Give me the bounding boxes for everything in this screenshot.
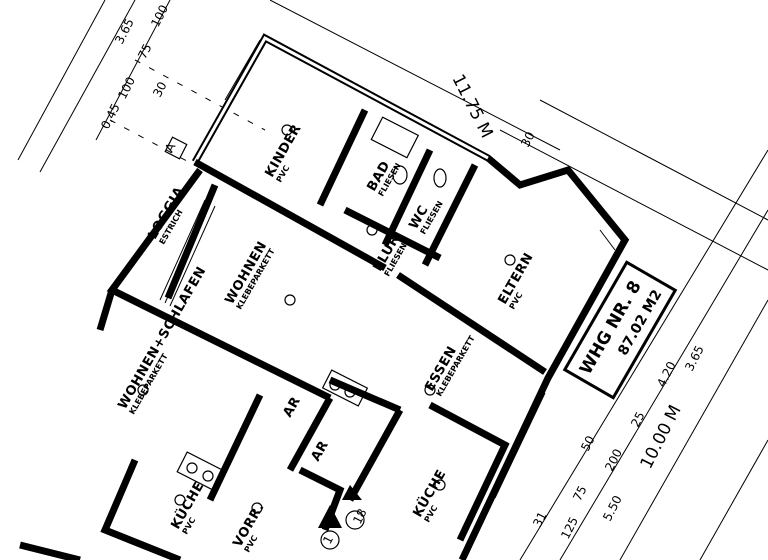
dim-label: 100	[115, 75, 138, 102]
top-overall-dimension: 11.75 M	[448, 71, 497, 141]
walls	[19, 33, 630, 560]
title-block: WHG NR. 8 87.02 M2	[562, 260, 678, 400]
room-abstellraum-2: AR	[308, 438, 332, 464]
right-overall-dimension: 10.00 M	[637, 402, 686, 472]
dim-label: 200	[602, 447, 625, 474]
dim-label: 100	[148, 3, 171, 30]
dim-label: 75	[135, 41, 154, 61]
ceiling-light-symbols	[137, 124, 516, 514]
marker-label: 31	[530, 509, 549, 529]
room-abstellraum-1: AR	[280, 394, 304, 420]
marker-label: 18	[350, 506, 369, 526]
dim-label: 125	[558, 515, 581, 542]
marker-label: 50	[578, 433, 597, 453]
windows	[159, 39, 616, 499]
markers: A 30 30 50 31 1 18	[150, 79, 597, 546]
dim-label: 5.50	[600, 493, 625, 523]
room-name: AR	[308, 438, 332, 464]
dim-label: 25	[628, 409, 647, 429]
dim-label: 4.20	[654, 359, 679, 389]
dim-label: 75	[570, 483, 589, 503]
marker-label: 30	[518, 129, 537, 149]
fixtures	[176, 116, 447, 550]
right-dimension-lines	[269, 0, 768, 560]
marker-label: 30	[150, 79, 169, 99]
dimension-labels: 11.75 M 10.00 M 3.65 100 75 100 0.45 4.2…	[98, 3, 707, 542]
left-dimension-lines	[17, 0, 266, 201]
room-name: AR	[280, 394, 304, 420]
dim-label: 3.65	[112, 16, 137, 46]
room-vorraum: VORR.PVC	[230, 500, 267, 554]
dim-label: 0.45	[98, 101, 123, 131]
room-name: WOHNEN+SCHLAFEN	[115, 264, 209, 412]
